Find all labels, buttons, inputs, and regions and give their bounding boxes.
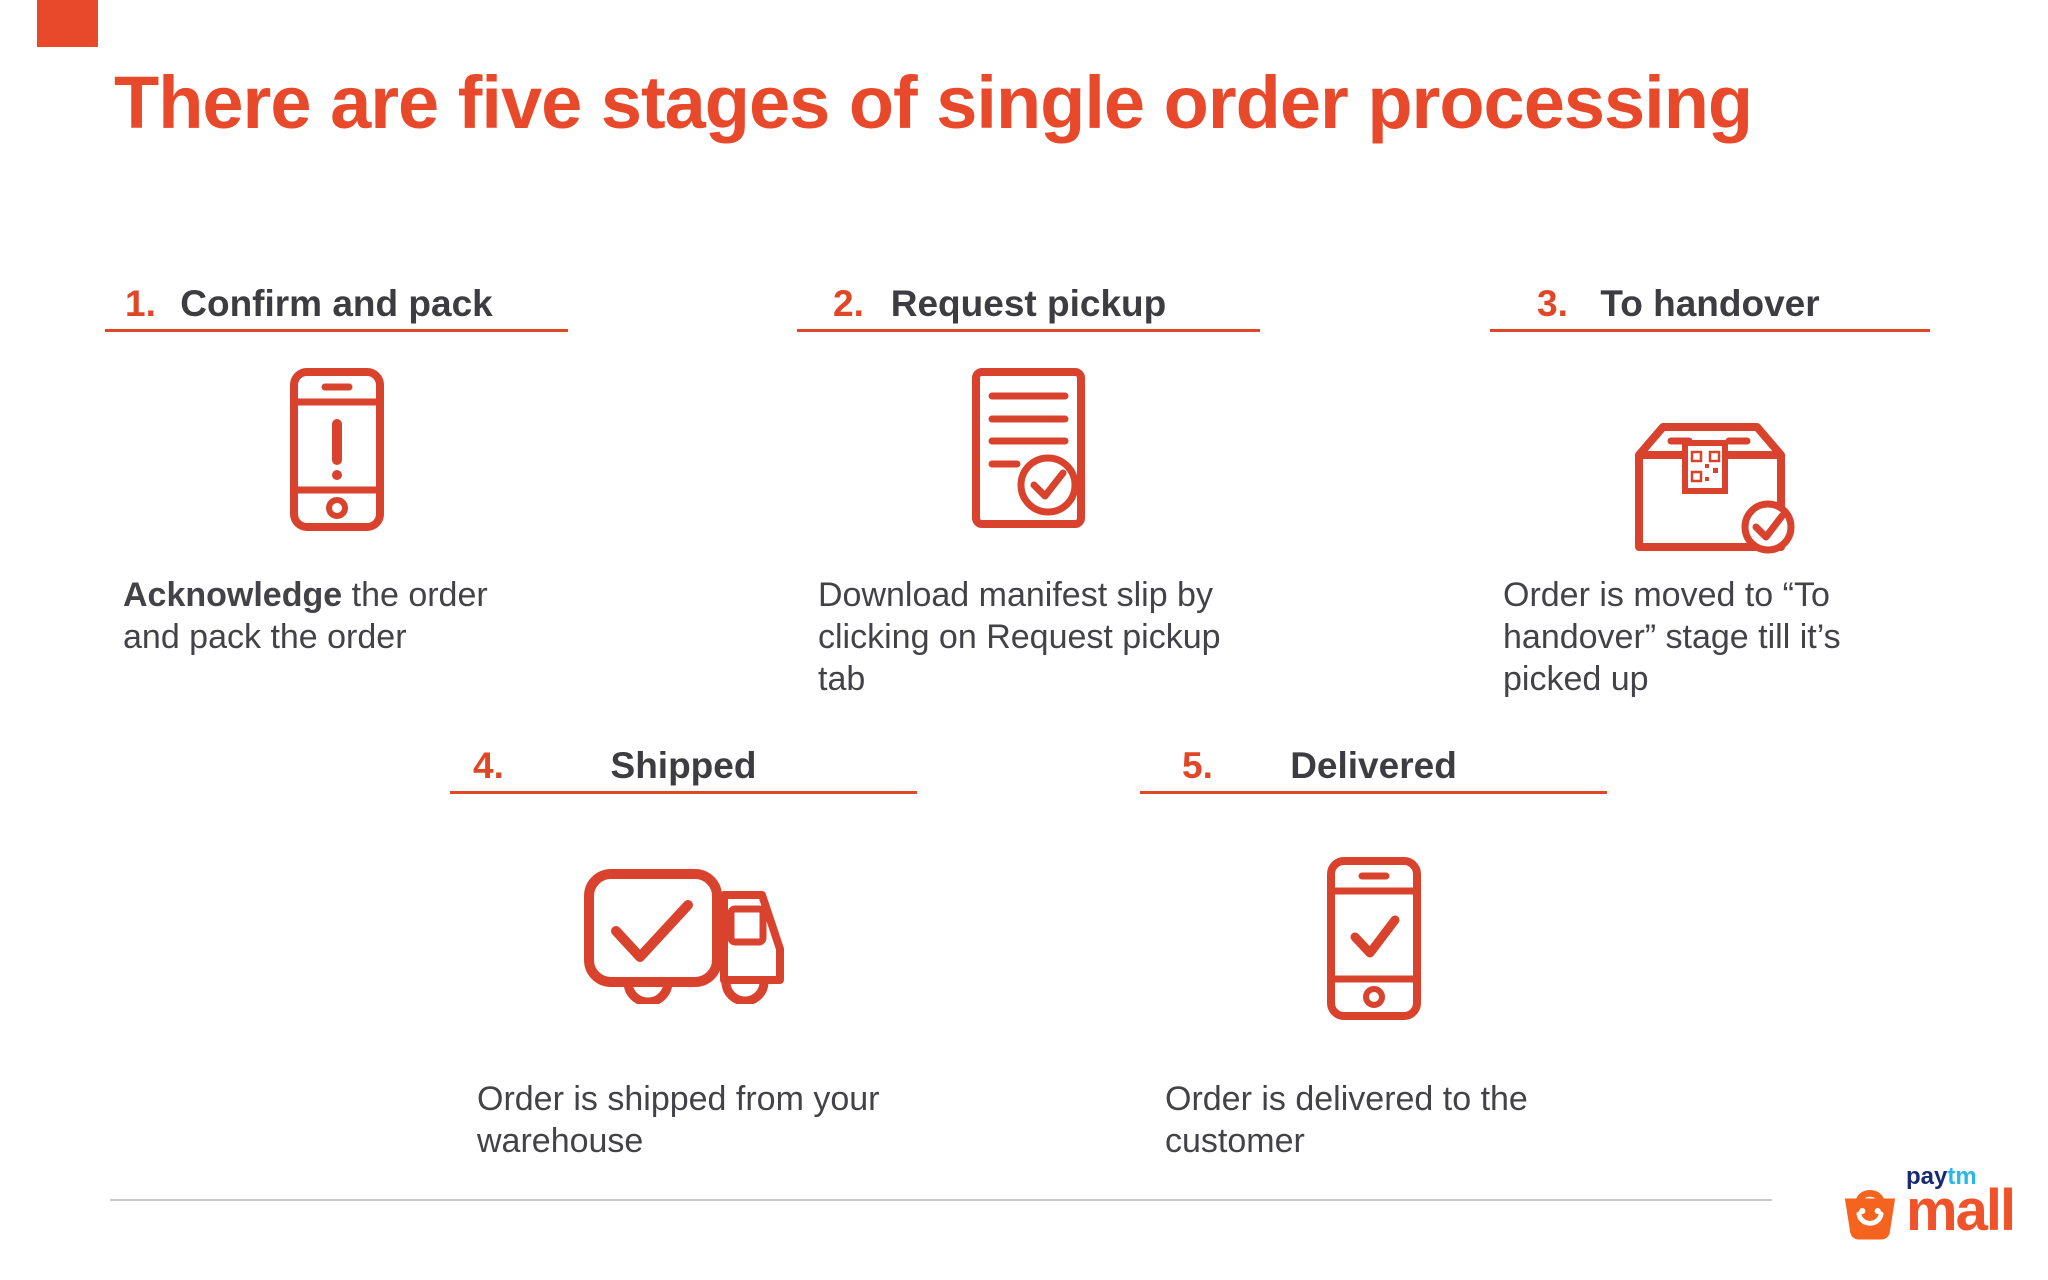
stage-heading: 3. To handover	[1490, 278, 1930, 332]
smartphone-alert-icon	[105, 368, 568, 536]
shopping-bag-icon	[1844, 1190, 1896, 1240]
page-title: There are five stages of single order pr…	[114, 61, 1753, 144]
stage-label: Delivered	[1290, 745, 1457, 786]
stage-label: Confirm and pack	[180, 283, 493, 324]
stage-label: Request pickup	[890, 283, 1167, 324]
stage-description: Download manifest slip by clicking on Re…	[818, 576, 1221, 698]
stage-shipped: 4. Shipped Order is shipped from your wa…	[450, 740, 917, 1160]
package-qr-check-icon	[1490, 415, 1930, 560]
corner-accent-mark	[37, 0, 98, 47]
stage-description: Order is delivered to the customer	[1165, 1080, 1528, 1160]
paytm-mall-logo: paytm mall	[1842, 1163, 2016, 1243]
stage-to-handover: 3. To handover Order is moved to “To han…	[1490, 278, 1930, 698]
stage-request-pickup: 2. Request pickup Download manifest slip…	[797, 278, 1260, 698]
stage-delivered: 5. Delivered Order is delivered to the c…	[1140, 740, 1607, 1160]
stage-description: Acknowledge the order and pack the order	[123, 576, 488, 656]
stage-description: Order is moved to “To handover” stage ti…	[1503, 576, 1841, 698]
stage-heading: 2. Request pickup	[797, 278, 1260, 332]
stage-number: 5.	[1182, 745, 1213, 786]
logo-wordmark: paytm mall	[1906, 1163, 2016, 1243]
footer-divider	[110, 1199, 1772, 1201]
manifest-slip-check-icon	[797, 368, 1260, 533]
stage-heading: 5. Delivered	[1140, 740, 1607, 794]
stage-label: Shipped	[610, 745, 757, 786]
stage-number: 2.	[833, 283, 864, 324]
stage-label: To handover	[1600, 283, 1820, 324]
truck-check-icon	[450, 869, 917, 1009]
stage-number: 1.	[125, 283, 156, 324]
logo-mall-text: mall	[1906, 1178, 2016, 1243]
stage-heading: 4. Shipped	[450, 740, 917, 794]
stage-number: 4.	[473, 745, 504, 786]
smartphone-check-icon	[1140, 857, 1607, 1025]
stage-heading: 1. Confirm and pack	[105, 278, 568, 332]
stage-confirm-and-pack: 1. Confirm and pack Acknowledge the orde…	[105, 278, 568, 656]
stage-description: Order is shipped from your warehouse	[477, 1080, 880, 1160]
stage-number: 3.	[1537, 283, 1568, 324]
logo-paytm-text: paytm	[1906, 1163, 1977, 1190]
